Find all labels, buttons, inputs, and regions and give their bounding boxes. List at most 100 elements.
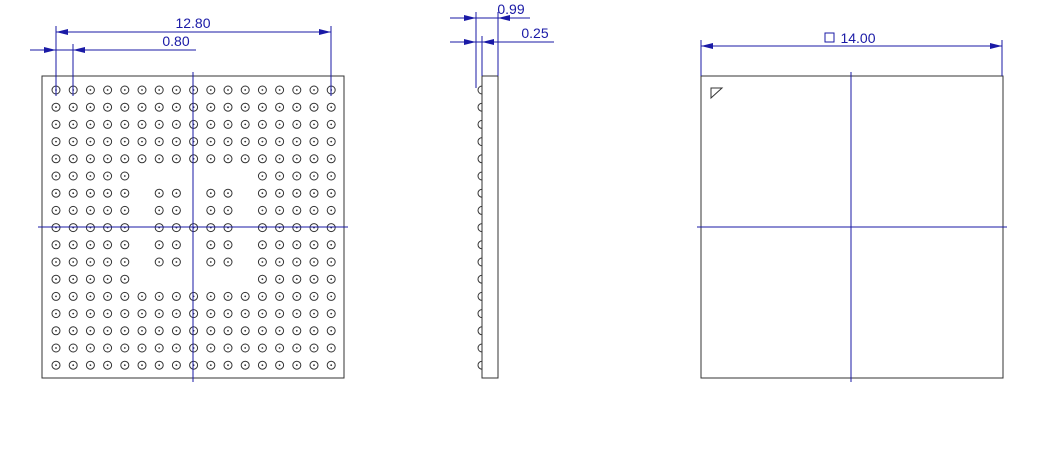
ball-0-8 — [189, 85, 199, 95]
ball-10-2 — [85, 257, 95, 267]
side-ball-1 — [477, 102, 483, 112]
ball-3-8 — [189, 137, 199, 147]
ball-center-10-1 — [72, 261, 75, 263]
side-ball-10 — [477, 257, 483, 267]
ball-center-4-9 — [209, 157, 212, 160]
ball-center-4-4 — [123, 157, 126, 160]
ball-center-12-7 — [175, 295, 178, 298]
ball-3-14 — [292, 137, 302, 147]
ball-12-0 — [51, 291, 61, 301]
ball-11-1 — [68, 274, 78, 284]
ball-7-6 — [154, 205, 164, 215]
ball-center-1-11 — [244, 106, 247, 109]
ball-4-10 — [223, 154, 233, 164]
ball-15-12 — [257, 343, 267, 353]
ball-9-14 — [292, 240, 302, 250]
side-ball-9 — [477, 240, 483, 250]
ball-center-3-4 — [123, 140, 126, 143]
ball-13-4 — [120, 309, 130, 319]
ball-7-9 — [206, 205, 216, 215]
ball-0-5 — [137, 85, 147, 95]
ball-13-14 — [292, 309, 302, 319]
ball-3-7 — [171, 137, 181, 147]
ball-12-14 — [292, 291, 302, 301]
ball-center-2-4 — [123, 123, 126, 126]
ball-1-6 — [154, 102, 164, 112]
ball-center-5-16 — [330, 175, 333, 177]
ball-center-16-1 — [72, 364, 75, 367]
ball-center-11-15 — [313, 278, 315, 281]
ball-1-0 — [51, 102, 61, 112]
ball-2-14 — [292, 119, 302, 129]
ball-12-5 — [137, 291, 147, 301]
ball-14-6 — [154, 326, 164, 336]
ball-6-15 — [309, 188, 319, 198]
ball-center-13-7 — [175, 312, 178, 315]
ball-4-0 — [51, 154, 61, 164]
ball-9-15 — [309, 240, 319, 250]
ball-center-0-7 — [175, 89, 178, 91]
square-symbol-icon — [824, 32, 835, 43]
ball-3-12 — [257, 137, 267, 147]
ball-center-11-4 — [123, 278, 126, 281]
ball-center-1-16 — [330, 106, 333, 109]
ball-13-10 — [223, 309, 233, 319]
ball-15-2 — [85, 343, 95, 353]
ball-0-10 — [223, 85, 233, 95]
ball-8-15 — [309, 223, 319, 233]
side-view-balls — [477, 85, 483, 370]
ball-center-6-15 — [313, 192, 315, 195]
ball-13-2 — [85, 309, 95, 319]
ball-14-3 — [103, 326, 113, 336]
ball-3-11 — [240, 137, 250, 147]
ball-14-2 — [85, 326, 95, 336]
ball-center-1-10 — [227, 106, 229, 109]
ball-14-1 — [68, 326, 78, 336]
ball-4-5 — [137, 154, 147, 164]
ball-8-6 — [154, 223, 164, 233]
ball-center-3-3 — [106, 140, 109, 143]
ball-1-13 — [275, 102, 285, 112]
ball-center-15-0 — [55, 347, 57, 349]
ball-center-12-0 — [55, 295, 57, 298]
ball-center-6-3 — [106, 192, 109, 195]
ball-15-0 — [51, 343, 61, 353]
ball-center-16-3 — [106, 364, 109, 367]
ball-height-arrow-left — [464, 39, 476, 45]
side-view: 0.99 0.25 — [450, 1, 554, 379]
ball-7-4 — [120, 205, 130, 215]
ball-1-8 — [189, 102, 199, 112]
ball-3-4 — [120, 137, 130, 147]
ball-center-12-9 — [209, 295, 212, 298]
ball-center-6-0 — [55, 192, 57, 195]
ball-6-0 — [51, 188, 61, 198]
ball-5-16 — [326, 171, 336, 181]
ball-center-14-2 — [89, 329, 92, 332]
ball-0-15 — [309, 85, 319, 95]
ball-4-15 — [309, 154, 319, 164]
ball-4-16 — [326, 154, 336, 164]
ball-14-4 — [120, 326, 130, 336]
ball-12-7 — [171, 291, 181, 301]
ball-12-6 — [154, 291, 164, 301]
ball-height-label: 0.25 — [521, 25, 548, 41]
height-dimension: 0.99 — [450, 1, 530, 88]
ball-center-12-2 — [89, 295, 92, 298]
body-size-label: 14.00 — [840, 30, 875, 46]
ball-center-6-10 — [227, 192, 229, 195]
body-size-arrow-left — [701, 43, 713, 49]
ball-center-2-9 — [209, 123, 212, 126]
ball-12-10 — [223, 291, 233, 301]
ball-0-9 — [206, 85, 216, 95]
ball-13-5 — [137, 309, 147, 319]
ball-3-10 — [223, 137, 233, 147]
ball-center-15-2 — [89, 347, 92, 349]
ball-center-1-3 — [106, 106, 109, 109]
ball-15-7 — [171, 343, 181, 353]
ball-3-1 — [68, 137, 78, 147]
ball-1-9 — [206, 102, 216, 112]
ball-4-7 — [171, 154, 181, 164]
ball-1-15 — [309, 102, 319, 112]
ball-center-13-5 — [141, 312, 143, 315]
ball-6-14 — [292, 188, 302, 198]
